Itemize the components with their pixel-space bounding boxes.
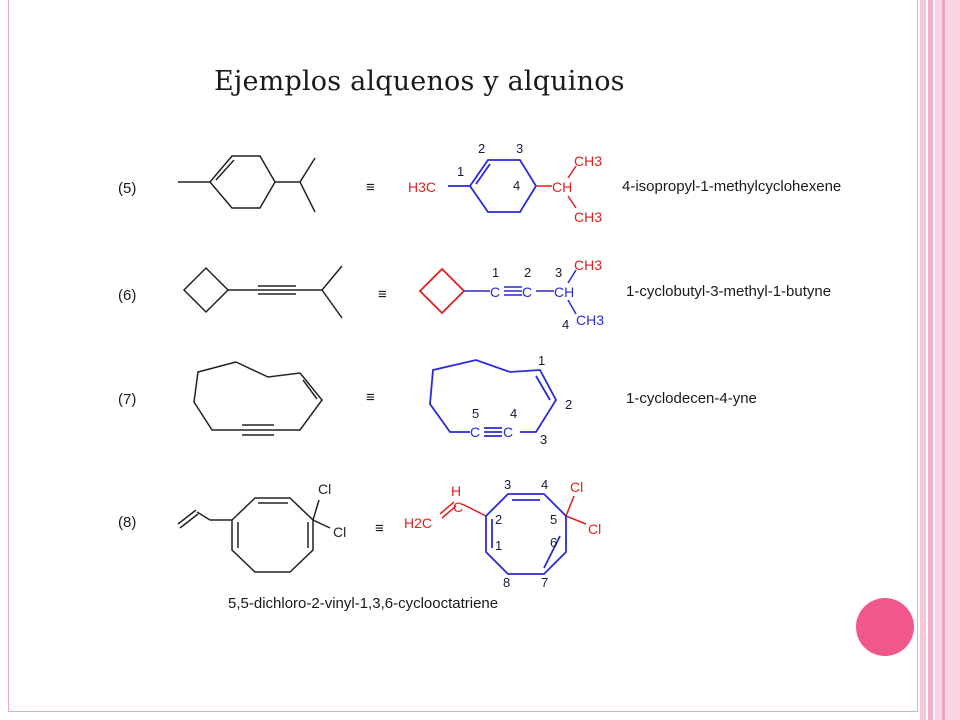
example-5-equiv: ≡ [366,179,375,196]
example-7-label: (7) [118,391,136,408]
example-8-numbered: H H2C C Cl Cl 1 2 3 4 5 6 7 8 [404,477,601,590]
locant: 4 [541,477,548,492]
atom-c1: C [490,284,500,300]
side-band-3 [935,0,960,720]
locant: 4 [562,317,569,332]
side-band-4 [942,0,945,720]
atom-c4: C [503,424,513,440]
cl-top: Cl [318,481,331,497]
example-6-skeleton [182,265,343,319]
slide-frame [8,0,918,712]
ch-group: CH [552,179,572,195]
vinyl-h2c: H2C [404,515,432,531]
vinyl-h: H [451,483,461,499]
slide-title: Ejemplos alquenos y alquinos [214,66,625,97]
ch3-top: CH3 [574,257,602,273]
locant: 1 [495,538,502,553]
locant: 3 [540,432,547,447]
locant: 2 [565,397,572,412]
locant: 1 [538,353,545,368]
example-8-name: 5,5-dichloro-2-vinyl-1,3,6-cyclooctatrie… [228,595,498,612]
example-5-name: 4-isopropyl-1-methylcyclohexene [622,178,841,195]
locant: 5 [550,512,557,527]
locant: 1 [492,265,499,280]
ch3-bottom: CH3 [574,209,602,225]
ch3-top: CH3 [574,153,602,169]
example-5-label: (5) [118,180,136,197]
locant: 2 [524,265,531,280]
cl-bottom: Cl [588,521,601,537]
locant: 3 [555,265,562,280]
ch3-bottom: CH3 [576,312,604,328]
example-7-equiv: ≡ [366,389,375,406]
atom-c5: C [470,424,480,440]
locant: 6 [550,535,557,550]
example-8-skeleton [177,497,331,573]
accent-circle [856,598,914,656]
locant: 3 [516,141,523,156]
side-band-2 [928,0,933,720]
locant: 4 [510,406,517,421]
example-8-label: (8) [118,514,136,531]
h3c-group: H3C [408,179,436,195]
example-7-name: 1-cyclodecen-4-yne [626,390,757,407]
locant: 2 [495,512,502,527]
example-7-numbered: C C 1 2 3 4 5 [429,353,572,447]
atom-ch: CH [554,284,574,300]
side-band-1 [920,0,926,720]
locant: 8 [503,575,510,590]
example-6-name: 1-cyclobutyl-3-methyl-1-butyne [626,283,831,300]
example-6-label: (6) [118,287,136,304]
locant: 1 [457,164,464,179]
example-7-skeleton [193,361,323,436]
example-6-numbered: C C CH CH3 CH3 1 2 3 4 [418,257,604,332]
vinyl-c: C [453,499,463,515]
locant: 3 [504,477,511,492]
example-5-numbered: H3C CH CH3 CH3 1 2 3 4 [408,141,602,225]
locant: 2 [478,141,485,156]
example-6-equiv: ≡ [378,286,387,303]
atom-c2: C [522,284,532,300]
example-8-equiv: ≡ [375,520,384,537]
locant: 4 [513,178,520,193]
locant: 7 [541,575,548,590]
locant: 5 [472,406,479,421]
cl-top: Cl [570,479,583,495]
example-5-skeleton [178,155,316,213]
cl-bottom: Cl [333,524,346,540]
